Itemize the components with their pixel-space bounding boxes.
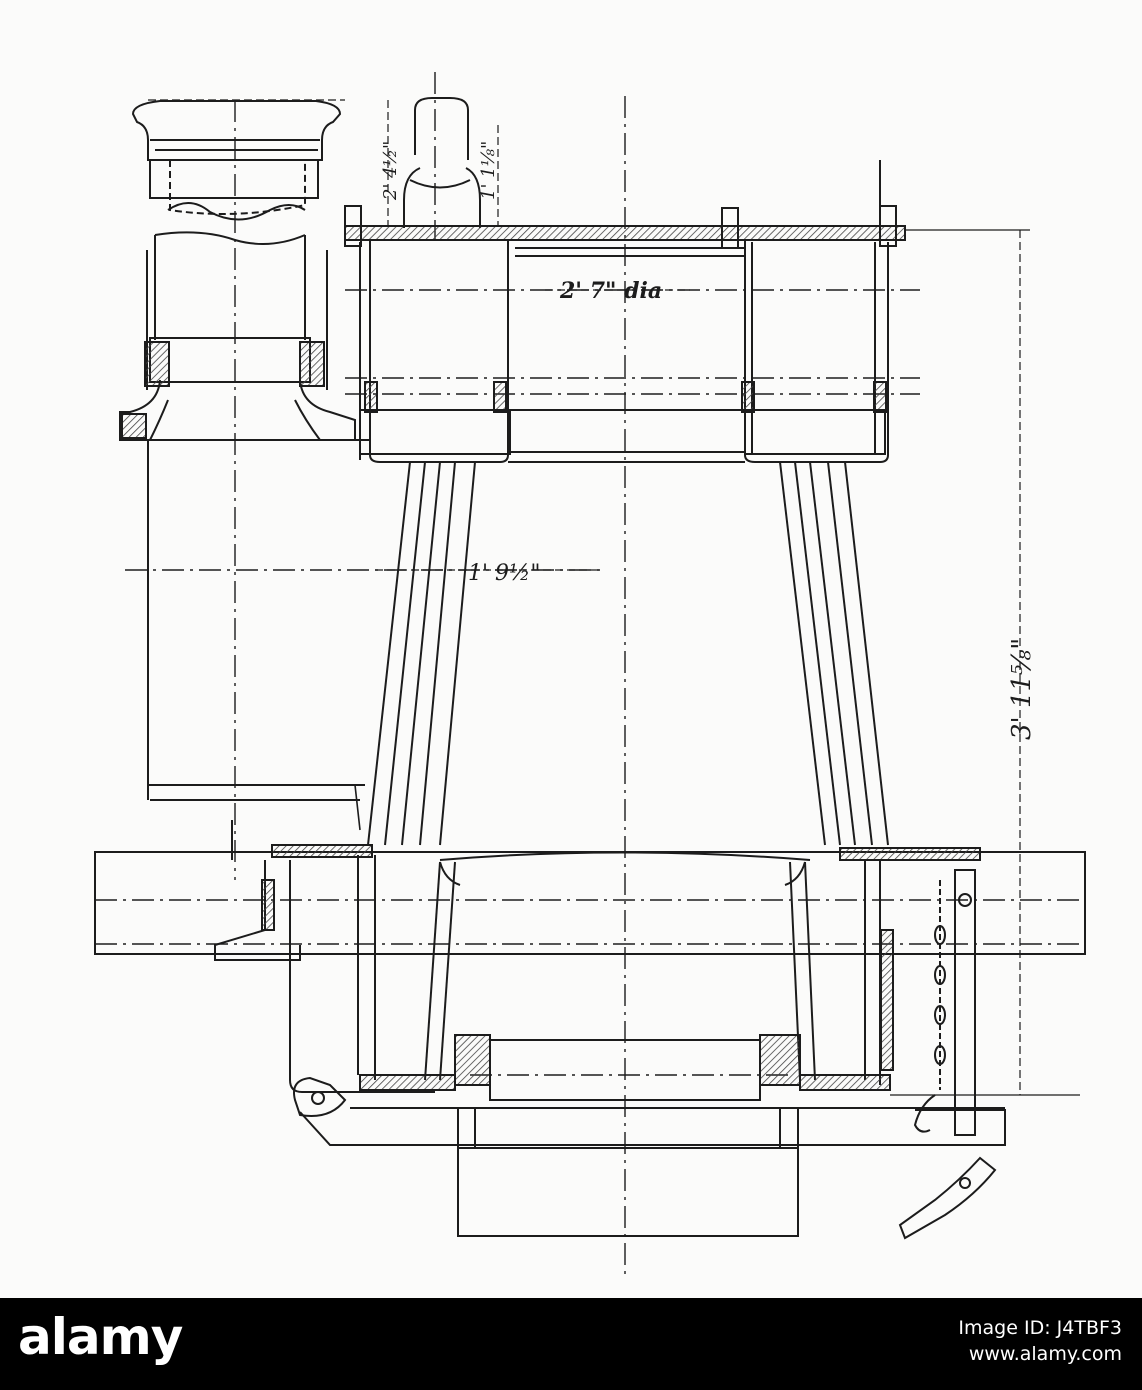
damper-lever: [898, 869, 997, 1240]
dimension-top-diameter: 2' 7" dia: [559, 278, 662, 304]
dimension-flange-height: 2' 4½": [380, 141, 401, 201]
image-id-block: Image ID: J4TBF3 www.alamy.com: [958, 1316, 1122, 1367]
image-id-text: Image ID: J4TBF3: [958, 1317, 1122, 1339]
tapered-firebox: [367, 461, 889, 846]
dimension-lines: [375, 100, 1080, 1096]
technical-drawing: 2' 7" dia 1' 9½" 3' 11⅝" 2' 4½" 1' 1⅛": [94, 72, 1086, 1280]
dimension-overall-height: 3' 11⅝": [1007, 638, 1037, 740]
bottom-plate: [293, 1076, 1006, 1237]
alamy-logo: alamy: [18, 1308, 183, 1366]
dome-walls: [359, 240, 889, 463]
dimension-taper-width: 1' 9½": [468, 561, 540, 586]
chimney-barrel: [119, 231, 356, 441]
dome-cover: [344, 97, 906, 257]
chimney-cap: [131, 99, 345, 221]
ashpan: [214, 855, 894, 1093]
centre-lines: [95, 72, 1085, 1280]
site-url-text: www.alamy.com: [968, 1342, 1122, 1365]
watermark-bar: alamy Image ID: J4TBF3 www.alamy.com: [0, 1298, 1142, 1390]
hopper: [359, 861, 891, 1101]
smokebox-body: [147, 439, 370, 860]
base-frame: [94, 844, 1086, 955]
dimension-collar-height: 1' 1⅛": [478, 141, 499, 200]
